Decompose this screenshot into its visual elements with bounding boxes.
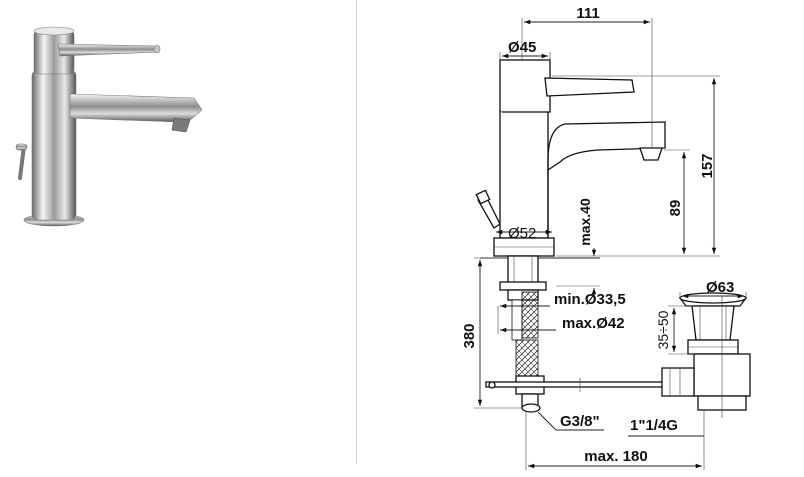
dim-label-hole-max: max.Ø42 [562, 315, 625, 332]
pop-up-rod [485, 378, 667, 392]
dim-label-deck-thickness: max.40 [577, 198, 593, 246]
dim-label-handle-diameter: Ø45 [508, 39, 536, 56]
dimension-lines [474, 18, 747, 470]
dim-label-base-diameter: Ø52 [508, 225, 536, 242]
dim-label-hose-length: 380 [461, 323, 478, 348]
dim-label-waste-range: 35÷50 [655, 310, 671, 349]
dim-label-overall-height: 157 [699, 153, 716, 178]
sheet-divider-line [356, 0, 357, 464]
dim-label-rod-length: max. 180 [584, 448, 647, 465]
hose-assembly [480, 255, 600, 413]
dim-label-hole-min: min.Ø33,5 [554, 291, 626, 308]
waste-fitting [661, 292, 751, 418]
dim-label-depth: 111 [576, 5, 599, 22]
dim-label-inlet-thread: G3/8" [560, 413, 600, 430]
dim-label-waste-diameter: Ø63 [706, 279, 734, 296]
faucet-side-view [475, 59, 666, 257]
dim-label-waste-thread: 1"1/4G [630, 417, 678, 434]
faucet-product-photo [15, 26, 203, 227]
dim-label-spout-height: 89 [667, 200, 684, 217]
